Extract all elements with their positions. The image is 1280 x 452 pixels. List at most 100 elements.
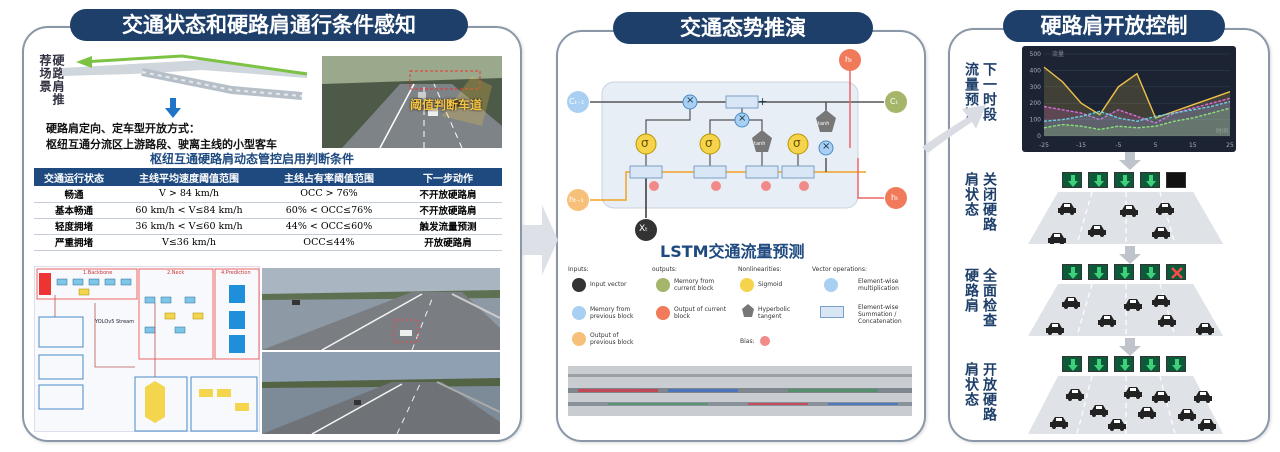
car-icon [1058, 203, 1076, 215]
table-cell: 36 km/h < V≤60 km/h [114, 218, 264, 235]
bias-icon [760, 336, 770, 346]
c-prev-label: Cₜ₋₁ [569, 97, 585, 106]
chart-ytick-label: 300 [1030, 84, 1042, 91]
h-out-label: hₜ [891, 193, 899, 202]
mult-op-2: × [738, 113, 747, 124]
car-icon [1194, 391, 1212, 403]
car-icon [1050, 417, 1068, 429]
table-cell: 44% < OCC≤60% [264, 218, 394, 235]
chart-ytick-label: 200 [1030, 100, 1042, 107]
lane-down-arrow-icon [1140, 356, 1160, 372]
table-header: 主线平均速度阈值范围 [114, 168, 264, 186]
road-check [1028, 284, 1224, 336]
car-icon [1152, 295, 1170, 307]
strategy-line-1: 硬路肩定向、定车型开放方式： [46, 122, 200, 135]
car-icon [1090, 405, 1108, 417]
chart-ylabel: 流量 [1052, 50, 1064, 58]
network-stage-neck: 2.Neck [167, 270, 185, 276]
chart-xtick-label: -25 [1039, 142, 1049, 149]
road-closed [1028, 192, 1224, 244]
legend-sigmoid: Sigmoid [758, 281, 783, 288]
table-cell: 不开放硬路肩 [394, 186, 502, 203]
car-icon [1152, 227, 1170, 239]
chart-xtick-label: 25 [1226, 142, 1234, 149]
panel-title-control: 硬路肩开放控制 [1003, 10, 1225, 42]
lane-down-arrow-icon [1088, 172, 1108, 188]
table-cell: V > 84 km/h [114, 186, 264, 203]
lane-closed-icon [1166, 172, 1186, 188]
tanh-gate-2: tanh [818, 121, 830, 127]
legend-inputs: Inputs: [568, 266, 589, 273]
table-cell: OCC≤44% [264, 234, 394, 251]
table-header: 交通运行状态 [34, 168, 114, 186]
car-icon [1156, 203, 1174, 215]
lane-down-arrow-icon [1062, 172, 1082, 188]
lane-down-arrow-icon [1088, 264, 1108, 280]
lane-down-arrow-icon [1062, 264, 1082, 280]
state-arrow-1 [1119, 152, 1141, 170]
legend-mem-cur: Memory from current block [674, 278, 715, 292]
chart-series-line [1043, 66, 1231, 119]
sigmoid-icon [740, 278, 754, 292]
tanh-gate-1: tanh [754, 141, 766, 147]
c-out-label: Cₜ [890, 97, 898, 106]
car-icon [1098, 315, 1116, 327]
chart-series-line [1043, 97, 1231, 124]
recommended-scene-label: 硬路肩推荐场景 [38, 54, 65, 106]
road-photo-2 [262, 352, 500, 434]
car-icon [1138, 407, 1156, 419]
chart-xtick-label: -5 [1115, 142, 1121, 149]
lstm-title: LSTM交通流量预测 [660, 242, 805, 261]
car-icon [1120, 205, 1138, 217]
table-row: 基本畅通 60 km/h < V≤84 km/h 60% < OCC≤76% 不… [34, 202, 502, 219]
legend-vecops: Vector operations: [812, 266, 867, 273]
chart-xtick-label: 15 [1189, 142, 1197, 149]
tanh-icon [742, 304, 754, 317]
sigma-gate-1: σ [641, 136, 649, 150]
memory-prev-icon [572, 306, 586, 320]
chart-ytick-label: 500 [1030, 51, 1042, 58]
threshold-lane-photo: 阈值判断车道 [322, 56, 502, 148]
lane-down-arrow-icon [1140, 172, 1160, 188]
lane-down-arrow-icon [1114, 356, 1134, 372]
panel-title-deduction: 交通态势推演 [613, 12, 873, 44]
lane-signs-open [1062, 356, 1186, 372]
chart-xtick-label: 5 [1154, 142, 1158, 149]
down-arrow-icon [165, 98, 181, 118]
legend-bias: Bias: [740, 338, 755, 345]
lane-signs-closed [1062, 172, 1186, 188]
car-icon [1046, 323, 1064, 335]
label-check: 全面检查硬路肩 [963, 268, 997, 328]
chart-ytick-label: 100 [1030, 117, 1042, 124]
legend-mult: Element-wise multiplication [858, 278, 899, 292]
h-top-label: hₜ [845, 55, 853, 64]
chart-series-area [1044, 67, 1230, 136]
table-cell: 开放硬路肩 [394, 234, 502, 251]
table-cell: V≤36 km/h [114, 234, 264, 251]
table-title: 枢纽互通硬路肩动态管控启用判断条件 [150, 152, 355, 166]
legend-tanh: Hyperbolic tangent [758, 306, 791, 320]
table-cell: 畅通 [34, 186, 114, 203]
flow-arrow-1 [522, 205, 558, 275]
road-open [1028, 376, 1224, 434]
strategy-line-2: 枢纽互通分流区上游路段、驶离主线的小型客车 [46, 138, 277, 151]
car-icon [1048, 233, 1066, 244]
mult-icon [824, 278, 838, 292]
table-cell: 轻度拥堵 [34, 218, 114, 235]
panel-title-perception: 交通状态和硬路肩通行条件感知 [70, 9, 468, 41]
sum-icon [820, 306, 844, 318]
table-header: 主线占有率阈值范围 [264, 168, 394, 186]
chart-series-area [1044, 98, 1230, 136]
memory-cur-icon [656, 278, 670, 292]
car-icon [1124, 299, 1142, 311]
table-cell: 严重拥堵 [34, 234, 114, 251]
sigma-gate-3: σ [793, 136, 801, 150]
lane-down-arrow-icon [1114, 172, 1134, 188]
chart-series-area [1044, 108, 1230, 136]
car-icon [1158, 315, 1176, 327]
table-row: 畅通 V > 84 km/h OCC > 76% 不开放硬路肩 [34, 186, 502, 203]
lane-down-arrow-icon [1140, 264, 1160, 280]
x-input-label: Xₜ [639, 224, 648, 234]
table-cell: 60% < OCC≤76% [264, 202, 394, 219]
